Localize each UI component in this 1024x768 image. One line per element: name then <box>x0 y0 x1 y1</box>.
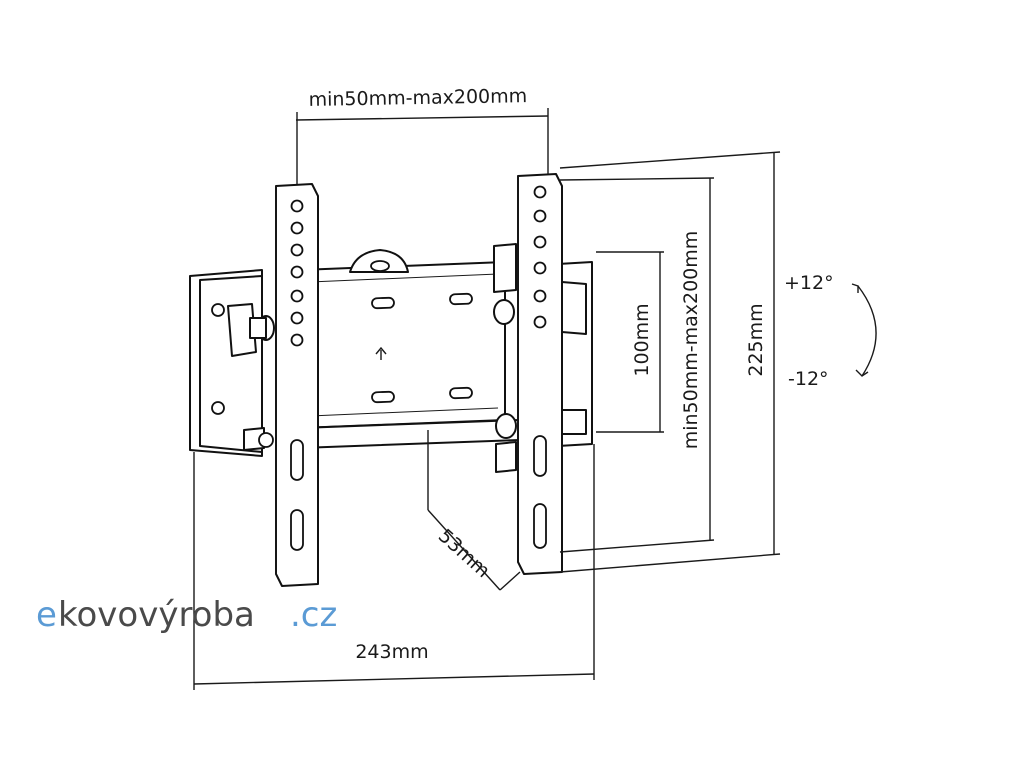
tilt-arrow-icon <box>857 285 877 377</box>
dimension-lines <box>193 108 877 690</box>
right-knob-bottom <box>495 413 517 473</box>
dim-depth-label: 53mm <box>434 525 494 582</box>
tv-wall-mount-bracket <box>189 173 593 587</box>
svg-text:kovovýroba: kovovýroba <box>58 595 255 635</box>
right-knob-top <box>493 243 517 325</box>
center-plate <box>299 261 506 429</box>
dim-width-label: 243mm <box>355 641 428 663</box>
right-arm <box>517 173 563 575</box>
left-arm <box>275 183 319 587</box>
svg-text:e: e <box>36 595 57 635</box>
svg-text:.cz: .cz <box>290 595 337 635</box>
dim-height-label: 225mm <box>745 303 767 376</box>
tilt-down-label: -12° <box>788 368 829 390</box>
right-arm-holes <box>533 185 547 329</box>
left-bolt <box>243 427 274 451</box>
tilt-up-label: +12° <box>784 272 834 294</box>
left-knob <box>227 303 275 357</box>
left-arm-holes <box>290 199 304 347</box>
dim-top-width-label: min50mm-max200mm <box>308 85 527 111</box>
dim-vertical-fixed-label: 100mm <box>631 303 653 376</box>
up-arrow-icon <box>375 346 387 360</box>
dim-vertical-range-label: min50mm-max200mm <box>680 231 702 450</box>
brand-logo: e kovovýroba .cz <box>36 595 337 635</box>
